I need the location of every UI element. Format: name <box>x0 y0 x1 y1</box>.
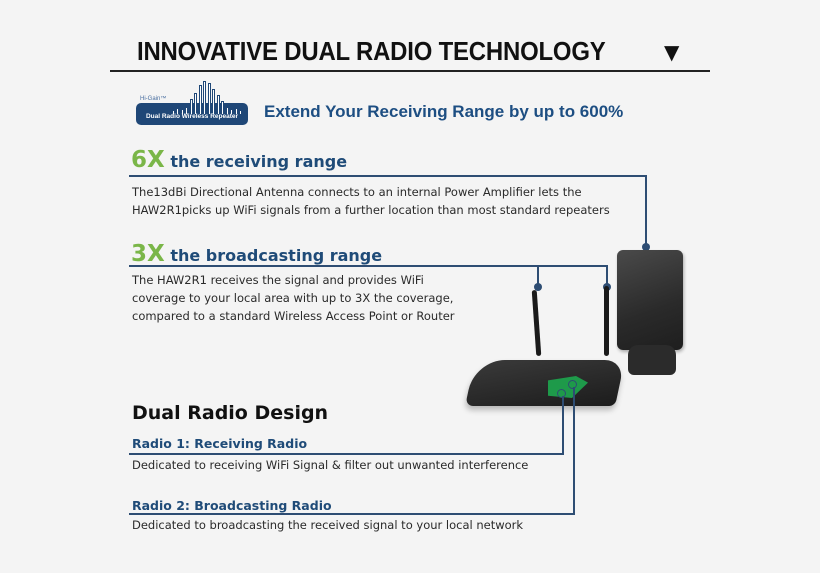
signal-bars-icon <box>142 81 242 115</box>
connector-line <box>129 175 647 177</box>
body-line: coverage to your local area with up to 3… <box>132 291 454 305</box>
section-receiving-body: The13dBi Directional Antenna connects to… <box>132 183 610 219</box>
badge-brand: Hi-Gain™ <box>140 96 167 102</box>
section-broadcasting-heading: 3X the broadcasting range <box>131 241 382 267</box>
radio-2-marker <box>568 380 577 389</box>
connector-line <box>645 175 647 245</box>
radio-1-title: Radio 1: Receiving Radio <box>132 436 308 451</box>
antenna-right <box>604 286 609 356</box>
directional-antenna-panel <box>617 250 683 350</box>
multiplier-3x: 3X <box>131 241 165 267</box>
radio-1-marker <box>557 389 566 398</box>
hi-gain-badge: Hi-Gain™ Dual Radio Wireless Repeater <box>136 81 248 127</box>
connector-dot <box>534 283 542 291</box>
connector-line <box>573 387 575 514</box>
heading-text: the receiving range <box>170 152 348 171</box>
heading-text: the broadcasting range <box>170 246 383 265</box>
multiplier-6x: 6X <box>131 147 165 173</box>
body-line: The HAW2R1 receives the signal and provi… <box>132 273 424 287</box>
connector-dot <box>642 243 650 251</box>
badge-label: Dual Radio Wireless Repeater <box>145 113 239 120</box>
router-body <box>465 360 625 406</box>
triangle-down-icon[interactable]: ▼ <box>664 40 680 64</box>
body-line: HAW2R1picks up WiFi signals from a furth… <box>132 203 610 217</box>
antenna-stand <box>628 345 676 375</box>
dual-radio-heading: Dual Radio Design <box>132 402 329 424</box>
connector-line <box>129 513 575 515</box>
connector-line <box>129 265 608 267</box>
router-device <box>465 286 625 410</box>
connector-line <box>562 396 564 455</box>
antenna-left <box>531 289 542 357</box>
section-receiving-heading: 6X the receiving range <box>131 147 347 173</box>
radio-2-desc: Dedicated to broadcasting the received s… <box>132 518 524 532</box>
body-line: compared to a standard Wireless Access P… <box>132 309 455 323</box>
connector-line <box>129 453 564 455</box>
radio-1-desc: Dedicated to receiving WiFi Signal & fil… <box>132 458 529 472</box>
section-broadcasting-body: The HAW2R1 receives the signal and provi… <box>132 271 455 325</box>
connector-line <box>606 265 608 285</box>
tagline: Extend Your Receiving Range by up to 600… <box>264 102 624 121</box>
connector-line <box>537 265 539 285</box>
radio-2-title: Radio 2: Broadcasting Radio <box>132 498 332 513</box>
title-divider <box>110 70 710 72</box>
body-line: The13dBi Directional Antenna connects to… <box>132 185 582 199</box>
page-title: INNOVATIVE DUAL RADIO TECHNOLOGY <box>137 36 606 66</box>
